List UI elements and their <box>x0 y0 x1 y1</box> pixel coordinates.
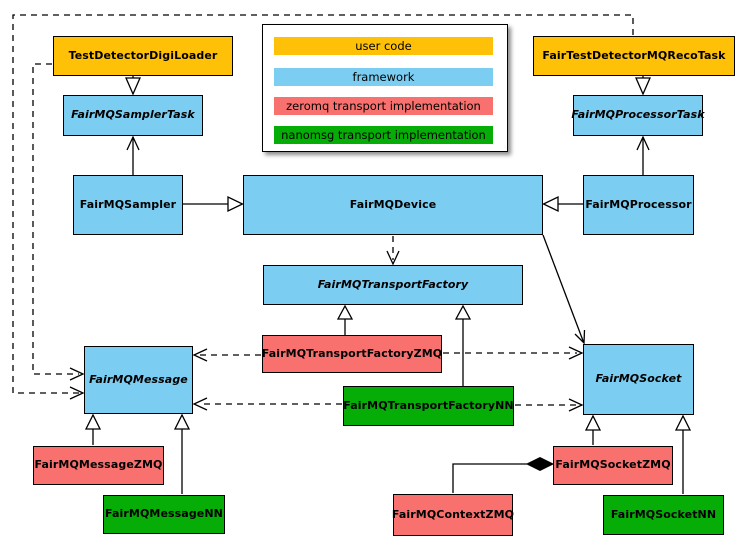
legend-label: zeromq transport implementation <box>286 99 481 113</box>
class-box-fairmqtransportfactoryzmq: FairMQTransportFactoryZMQ <box>262 335 442 373</box>
class-name: FairMQMessageNN <box>105 507 223 521</box>
class-box-fairmqprocessor: FairMQProcessor <box>583 175 694 235</box>
inheritance-triangle <box>125 77 141 96</box>
class-box-fairmqsamplertask: FairMQSamplerTask <box>63 95 203 136</box>
open-arrowhead <box>636 135 650 151</box>
edge-transportfactorynn-depends-message <box>192 397 342 411</box>
class-name: FairMQSocket <box>595 372 682 386</box>
legend: user code framework zeromq transport imp… <box>262 24 508 152</box>
legend-label: user code <box>355 39 412 53</box>
inheritance-triangle <box>454 304 472 320</box>
open-arrowhead <box>574 329 586 345</box>
dependency-arrowhead <box>69 386 85 400</box>
class-name: FairMQSocketNN <box>610 507 717 521</box>
edge-socketnn-extends-socket <box>674 414 692 494</box>
class-name: FairMQProcessor <box>585 197 692 211</box>
class-box-fairmqtransportfactory: FairMQTransportFactory <box>263 265 523 305</box>
edge-processor-extends-device <box>542 195 583 213</box>
class-name: FairMQTransportFactoryNN <box>343 398 514 412</box>
edge-transportfactorynn-depends-socket <box>515 398 584 412</box>
class-box-fairmqmessagezmq: FairMQMessageZMQ <box>33 446 164 485</box>
edge-messagezmq-extends-message <box>84 413 102 445</box>
edge-recotask-extends-processortask <box>635 76 651 96</box>
class-name: FairTestDetectorMQRecoTask <box>542 48 726 62</box>
edge-device-uses-socket <box>542 234 586 345</box>
inheritance-triangle <box>227 195 244 213</box>
dependency-arrowhead <box>192 397 208 411</box>
edge-socketzmq-extends-socket <box>584 414 602 445</box>
class-box-fairmqsocketzmq: FairMQSocketZMQ <box>553 446 673 485</box>
class-name: FairMQMessageZMQ <box>34 458 163 472</box>
edge-socketzmq-composes-contextzmq <box>452 456 555 493</box>
edge-processor-uses-processortask <box>636 135 650 175</box>
open-arrowhead <box>126 135 140 151</box>
class-name: FairMQSamplerTask <box>71 108 195 122</box>
class-name: FairMQSampler <box>79 197 177 211</box>
class-box-fairmqsocket: FairMQSocket <box>583 344 694 415</box>
edge-sampler-uses-samplertask <box>126 135 140 175</box>
edge-transportfactoryzmq-depends-message <box>192 348 261 362</box>
dependency-arrowhead <box>192 348 208 362</box>
legend-item-zeromq: zeromq transport implementation <box>274 97 493 115</box>
class-box-fairmqprocessortask: FairMQProcessorTask <box>571 95 705 136</box>
class-name: FairMQSocketZMQ <box>555 458 671 472</box>
class-box-fairmqtransportfactorynn: FairMQTransportFactoryNN <box>343 386 514 426</box>
class-name: FairMQProcessorTask <box>571 108 705 122</box>
class-name: FairMQTransportFactoryZMQ <box>261 346 443 360</box>
edge-transportfactoryzmq-depends-socket <box>443 346 584 360</box>
dependency-arrowhead <box>69 367 85 381</box>
edge-recotask-depends-message <box>12 14 634 400</box>
class-box-fairmqsocketnn: FairMQSocketNN <box>603 495 724 535</box>
class-name: FairMQDevice <box>349 197 437 211</box>
legend-label: nanomsg transport implementation <box>281 128 486 142</box>
legend-item-user-code: user code <box>274 37 493 55</box>
inheritance-triangle <box>84 413 102 430</box>
edge-sampler-extends-device <box>183 195 244 213</box>
class-name: FairMQContextZMQ <box>391 507 515 521</box>
inheritance-triangle <box>584 414 602 431</box>
legend-label: framework <box>352 70 415 84</box>
edge-transportfactorynn-extends-transportfactory <box>454 304 472 386</box>
class-box-fairmqmessage: FairMQMessage <box>84 346 193 414</box>
inheritance-triangle <box>674 414 692 431</box>
class-box-fairtestdetectormqrecotask: FairTestDetectorMQRecoTask <box>533 36 735 76</box>
edge-messagenn-extends-message <box>173 413 191 494</box>
legend-item-nanomsg: nanomsg transport implementation <box>274 126 493 144</box>
class-box-fairmqmessagenn: FairMQMessageNN <box>103 495 225 534</box>
class-name: FairMQTransportFactory <box>317 277 469 291</box>
inheritance-triangle <box>336 304 354 320</box>
dependency-arrowhead <box>386 250 400 266</box>
inheritance-triangle <box>542 195 559 213</box>
edge-transportfactoryzmq-extends-transportfactory <box>336 304 354 335</box>
dependency-arrowhead <box>568 398 584 412</box>
edge-device-depends-transportfactory <box>386 236 400 266</box>
class-name: FairMQMessage <box>89 372 188 386</box>
dependency-arrowhead <box>568 346 584 360</box>
composition-diamond <box>525 456 555 472</box>
edge-digiloader-depends-message <box>32 63 85 381</box>
inheritance-triangle <box>173 413 191 430</box>
inheritance-triangle <box>635 77 651 96</box>
class-box-testdetectordigiloader: TestDetectorDigiLoader <box>53 36 233 76</box>
class-box-fairmqsampler: FairMQSampler <box>73 175 183 235</box>
class-name: TestDetectorDigiLoader <box>68 48 218 62</box>
legend-item-framework: framework <box>274 68 493 86</box>
edge-digiloader-extends-samplertask <box>125 75 141 96</box>
class-box-fairmqcontextzmq: FairMQContextZMQ <box>391 494 515 536</box>
class-box-fairmqdevice: FairMQDevice <box>243 175 543 235</box>
